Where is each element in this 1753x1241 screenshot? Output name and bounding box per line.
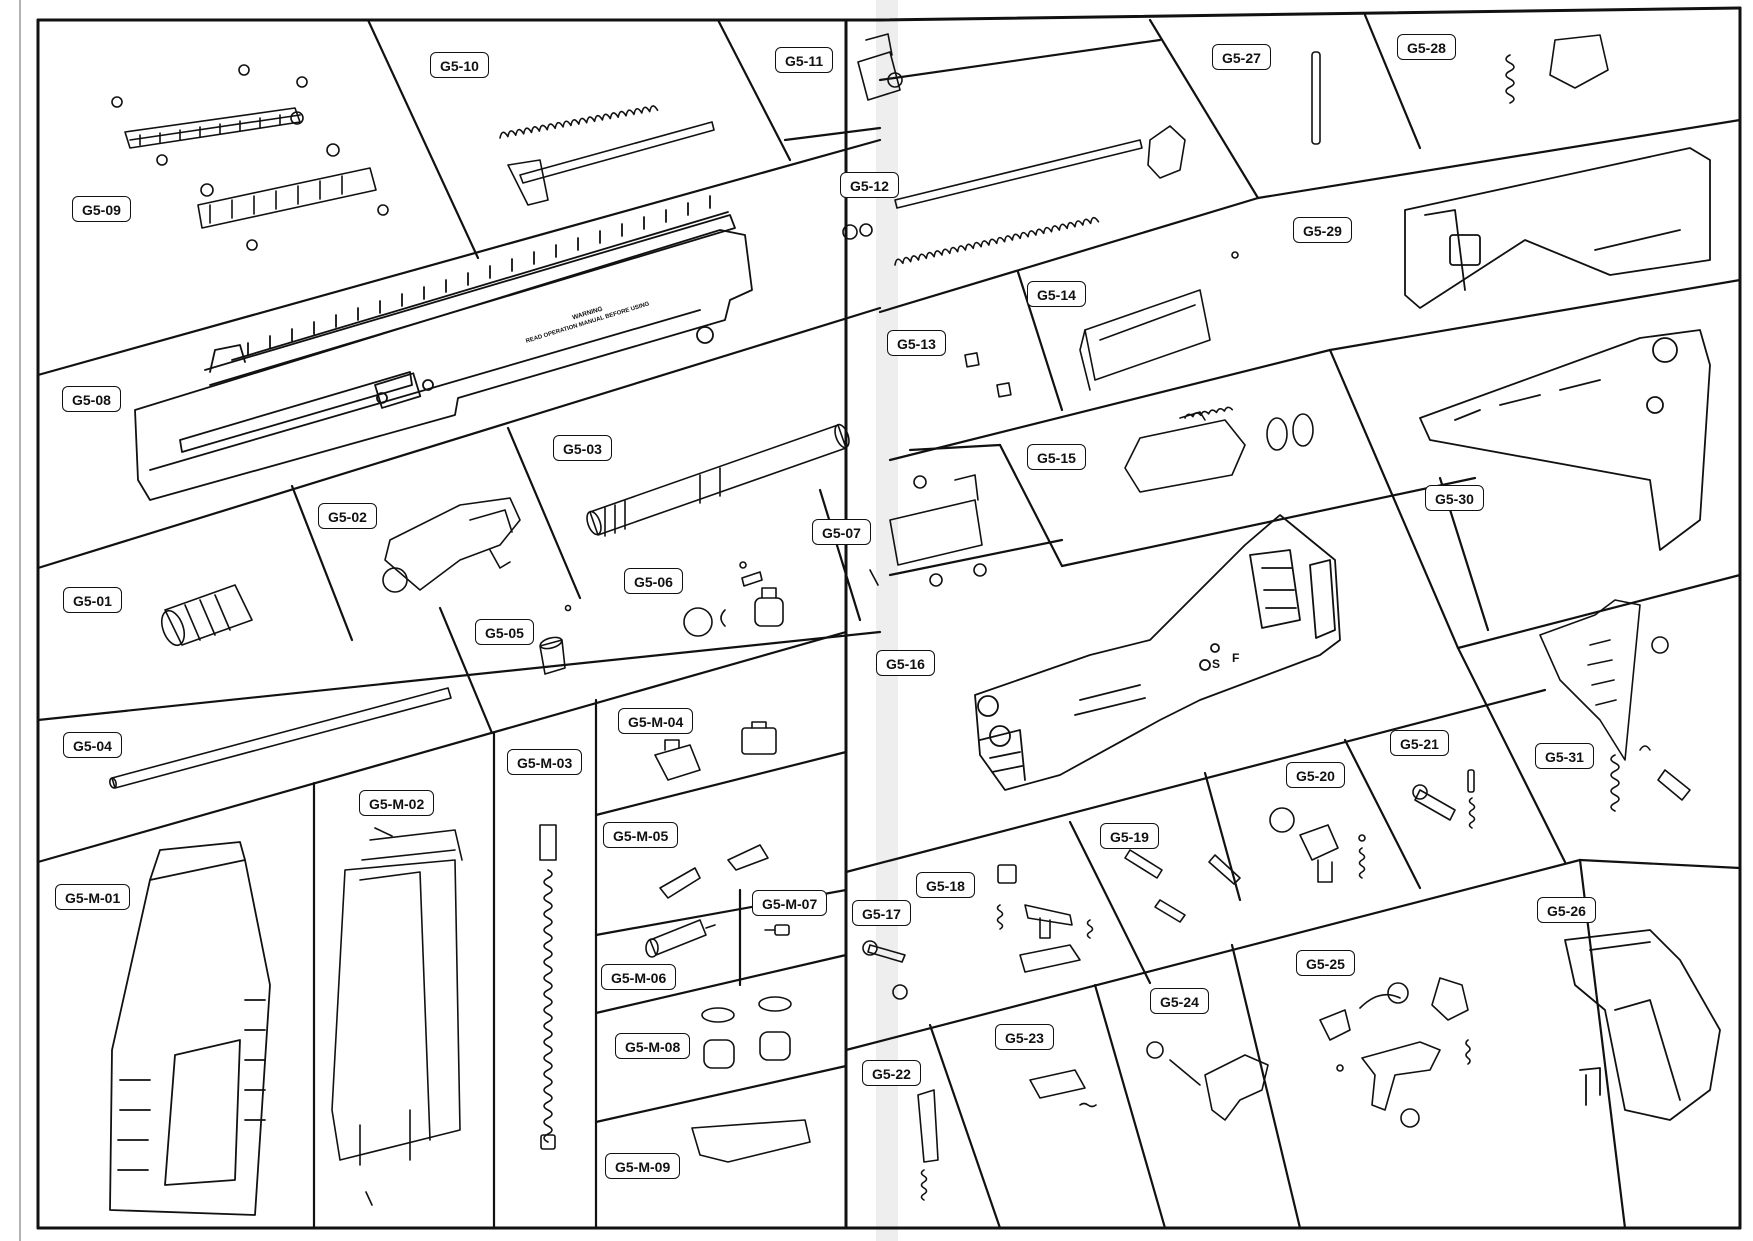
- label-g5-03: G5-03: [553, 435, 612, 461]
- part-recoil-spring: [499, 105, 715, 206]
- part-receiver-pins: [1124, 849, 1241, 923]
- part-hop-up: [683, 561, 784, 637]
- part-lower-receiver: [974, 514, 1341, 791]
- label-g5-m-01: G5-M-01: [55, 884, 131, 910]
- part-pin-spring: [1412, 769, 1476, 829]
- selector-f-text: F: [1232, 651, 1239, 665]
- part-nozzle-piston: [1124, 406, 1314, 493]
- label-g5-08: G5-08: [62, 386, 121, 412]
- part-selector: [1269, 807, 1366, 883]
- label-g5-25: G5-25: [1296, 950, 1355, 976]
- label-g5-m-02: G5-M-02: [359, 790, 435, 816]
- label-g5-04: G5-04: [63, 732, 122, 758]
- label-g5-21: G5-21: [1390, 730, 1449, 756]
- label-g5-11: G5-11: [775, 47, 834, 73]
- label-g5-29: G5-29: [1293, 217, 1352, 243]
- label-g5-28: G5-28: [1397, 34, 1456, 60]
- part-flash-hider: [160, 584, 253, 647]
- label-g5-07: G5-07: [812, 519, 871, 545]
- part-inner-barrel: [109, 687, 452, 789]
- part-mag-caps: [701, 996, 792, 1069]
- part-disconnector: [1029, 1069, 1097, 1108]
- part-bucking: [539, 604, 572, 675]
- part-trigger: [1146, 1041, 1269, 1121]
- part-mag-baseplate: [691, 1119, 811, 1163]
- part-trigger-group: [996, 864, 1094, 973]
- part-front-sight: [869, 474, 987, 587]
- label-g5-15: G5-15: [1027, 444, 1086, 470]
- part-bolt-catch: [917, 1089, 939, 1201]
- part-small-blocks: [964, 352, 1012, 398]
- right-cell-dividers: [844, 13, 1742, 1230]
- label-g5-18: G5-18: [916, 872, 975, 898]
- part-hammer-sear: [1319, 977, 1471, 1128]
- part-stock-arm: [1419, 329, 1711, 551]
- part-mag-valve: [645, 919, 716, 958]
- part-buffer: [1505, 34, 1609, 104]
- label-g5-31: G5-31: [1535, 743, 1594, 769]
- label-g5-16: G5-16: [876, 650, 935, 676]
- label-g5-01: G5-01: [63, 587, 122, 613]
- label-g5-06: G5-06: [624, 568, 683, 594]
- part-pistol-grip: [1564, 929, 1721, 1121]
- label-g5-09: G5-09: [72, 196, 131, 222]
- label-g5-24: G5-24: [1150, 988, 1209, 1014]
- part-stock-body: [1404, 147, 1711, 309]
- label-g5-05: G5-05: [475, 619, 534, 645]
- label-g5-20: G5-20: [1286, 762, 1345, 788]
- label-g5-10: G5-10: [430, 52, 489, 78]
- receiver-notice-text: READ OPERATION MANUAL BEFORE USING: [525, 301, 650, 344]
- part-mag-screw: [764, 924, 790, 936]
- part-pin: [1311, 51, 1321, 145]
- label-g5-m-07: G5-M-07: [752, 890, 828, 916]
- part-charging-handle: [382, 497, 521, 593]
- part-magazine: [109, 841, 271, 1216]
- label-g5-30: G5-30: [1425, 485, 1484, 511]
- part-rail-cover: [111, 64, 389, 251]
- part-bolt-release: [862, 940, 908, 1000]
- label-g5-13: G5-13: [887, 330, 946, 356]
- label-g5-m-08: G5-M-08: [615, 1033, 691, 1059]
- part-mag-body-inner: [331, 827, 463, 1206]
- label-g5-23: G5-23: [995, 1024, 1054, 1050]
- part-mag-latches: [659, 844, 769, 899]
- label-g5-19: G5-19: [1100, 823, 1159, 849]
- part-rear-sight: [857, 33, 903, 101]
- label-g5-17: G5-17: [852, 900, 911, 926]
- left-cell-dividers: [36, 18, 882, 1230]
- label-g5-12: G5-12: [840, 172, 899, 198]
- label-g5-02: G5-02: [318, 503, 377, 529]
- label-g5-m-04: G5-M-04: [618, 708, 694, 734]
- page-binding: [876, 0, 898, 1241]
- label-g5-26: G5-26: [1537, 897, 1596, 923]
- label-g5-m-06: G5-M-06: [601, 964, 677, 990]
- label-g5-m-09: G5-M-09: [605, 1153, 681, 1179]
- part-spring-guide-rod: [842, 125, 1186, 266]
- part-hop-chamber: [1079, 251, 1239, 391]
- left-page-grid: [36, 18, 882, 1230]
- label-g5-m-05: G5-M-05: [603, 822, 679, 848]
- part-upper-receiver: [134, 195, 753, 501]
- part-folding-arm: [1539, 599, 1691, 812]
- label-g5-22: G5-22: [862, 1060, 921, 1086]
- label-g5-27: G5-27: [1212, 44, 1271, 70]
- label-g5-14: G5-14: [1027, 281, 1086, 307]
- part-mag-follower: [654, 721, 777, 781]
- selector-s-text: S: [1212, 657, 1220, 671]
- part-outer-barrel: [586, 423, 850, 537]
- label-g5-m-03: G5-M-03: [507, 749, 583, 775]
- part-mag-spring: [539, 824, 557, 1150]
- right-page-grid: [878, 6, 1742, 1230]
